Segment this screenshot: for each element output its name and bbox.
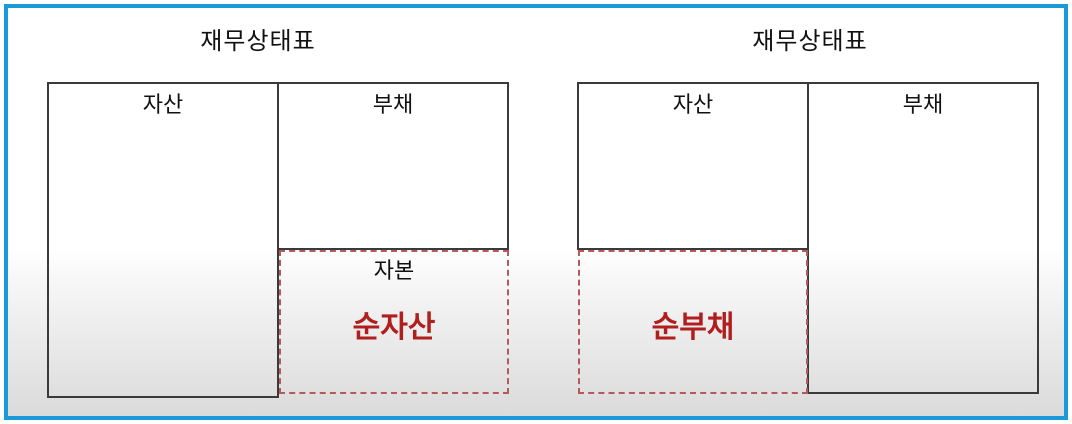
left-liabilities-box xyxy=(277,82,509,250)
left-net-assets-label: 순자산 xyxy=(352,310,436,345)
left-equity-box xyxy=(279,250,509,394)
left-equity-label: 자본 xyxy=(373,259,415,284)
right-liabilities-label: 부채 xyxy=(902,93,944,118)
left-title: 재무상태표 xyxy=(200,27,316,55)
diagram-frame xyxy=(4,4,1068,420)
right-liabilities-box xyxy=(807,82,1039,394)
left-assets-box xyxy=(47,82,279,398)
right-net-liabilities-box xyxy=(578,250,808,394)
right-title: 재무상태표 xyxy=(752,27,868,55)
right-net-liabilities-label: 순부채 xyxy=(651,310,735,345)
right-assets-label: 자산 xyxy=(672,93,714,118)
left-assets-label: 자산 xyxy=(142,93,184,118)
left-liabilities-label: 부채 xyxy=(372,93,414,118)
